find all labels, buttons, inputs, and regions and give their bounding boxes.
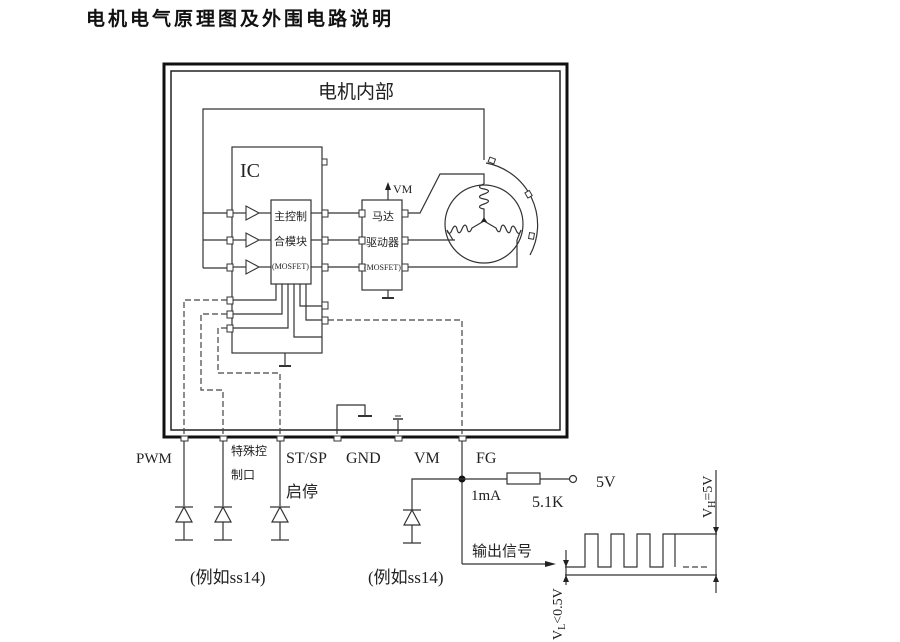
fg-dashed-line bbox=[328, 319, 463, 434]
vl-dimension bbox=[563, 550, 569, 585]
vh-label: VH=5V bbox=[701, 476, 718, 518]
output-arrow-icon bbox=[545, 561, 556, 567]
pwm-dashed-line bbox=[183, 299, 227, 434]
vm-arrow-icon bbox=[385, 182, 391, 190]
diode-st-sp-icon bbox=[270, 441, 290, 541]
coil-wire-w bbox=[408, 240, 518, 268]
diode-note-right: (例如ss14) bbox=[368, 568, 444, 587]
vm-diode-wire bbox=[411, 478, 462, 510]
vm-supply-label: VM bbox=[393, 182, 413, 196]
start-stop-label: 启停 bbox=[286, 482, 318, 501]
diode-special-control-icon bbox=[214, 441, 232, 541]
ic-box bbox=[231, 146, 323, 354]
motor-enclosure-outer bbox=[162, 62, 569, 439]
special-control-dashed-line bbox=[200, 313, 227, 434]
resistor-value-label: 5.1K bbox=[532, 494, 564, 511]
special-control-label-1: 特殊控 bbox=[231, 443, 267, 458]
driver-block-line-3: (MOSFET) bbox=[364, 263, 401, 272]
vh-dimension bbox=[713, 470, 719, 593]
vl-label: VL<0.5V bbox=[551, 588, 568, 640]
ic-input-buffers bbox=[226, 205, 271, 275]
ic-label: IC bbox=[240, 160, 260, 182]
pwm-terminal-label: PWM bbox=[136, 451, 172, 467]
st-sp-terminal-label: ST/SP bbox=[286, 450, 327, 467]
output-signal-label: 输出信号 bbox=[472, 542, 532, 560]
gnd-terminal-label: GND bbox=[346, 450, 381, 467]
hall-sensor-arc bbox=[485, 162, 539, 256]
motor-stator bbox=[444, 184, 524, 264]
control-bus-lines bbox=[233, 284, 322, 338]
driver-block-line-2: 驱动器 bbox=[366, 236, 399, 249]
special-control-label-2: 制口 bbox=[231, 468, 255, 482]
diode-note-left: (例如ss14) bbox=[190, 568, 266, 587]
page-title: 电机电气原理图及外围电路说明 bbox=[86, 8, 395, 30]
hall-feedback-wire bbox=[202, 108, 485, 268]
diode-pwm-icon bbox=[175, 441, 193, 541]
motor-coils-icon bbox=[446, 183, 522, 241]
motor-driver-block bbox=[361, 199, 403, 291]
current-label: 1mA bbox=[471, 488, 501, 504]
gnd-internal-wire bbox=[336, 404, 366, 434]
supply-voltage-label: 5V bbox=[596, 474, 616, 491]
control-block-line-2: 合模块 bbox=[274, 234, 307, 248]
fg-terminal-label: FG bbox=[476, 450, 497, 467]
diode-vm-icon bbox=[403, 508, 421, 544]
supply-terminal bbox=[568, 474, 578, 484]
control-block-line-1: 主控制 bbox=[274, 209, 307, 223]
control-block-line-3: (MOSFET) bbox=[272, 262, 309, 271]
vm-terminal-label: VM bbox=[414, 450, 440, 467]
terminal-pins bbox=[180, 435, 467, 442]
driver-block-line-1: 马达 bbox=[372, 210, 394, 223]
motor-enclosure-inner bbox=[170, 70, 561, 431]
fg-waveform bbox=[565, 533, 717, 576]
coil-wire-u bbox=[408, 173, 485, 214]
pull-up-resistor bbox=[506, 472, 541, 485]
motor-internal-label: 电机内部 bbox=[318, 81, 394, 103]
main-control-module bbox=[270, 199, 312, 285]
st-sp-dashed-line bbox=[217, 327, 281, 434]
